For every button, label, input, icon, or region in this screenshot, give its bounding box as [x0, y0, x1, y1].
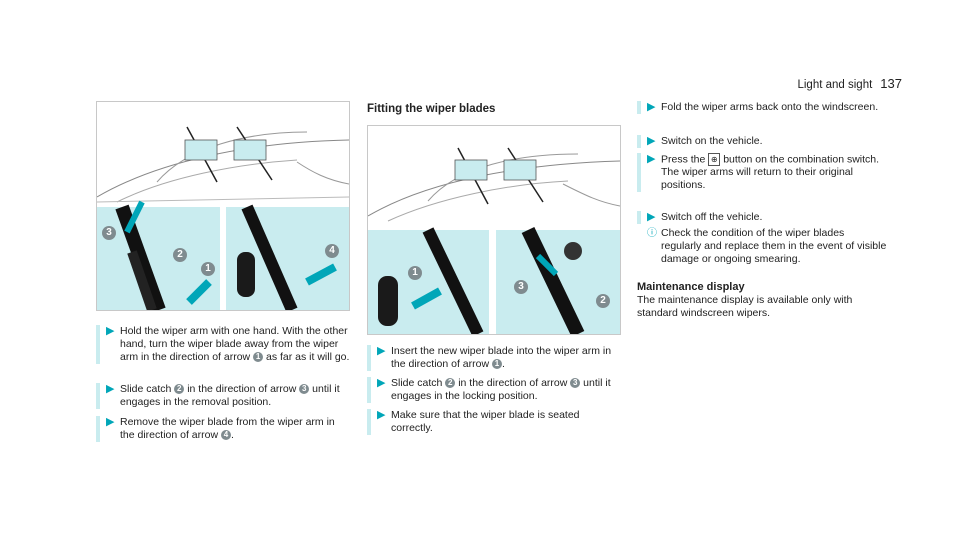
- section-name: Light and sight: [797, 79, 873, 91]
- step-slide-catch-lock: ▶ Slide catch 2 in the direction of arro…: [367, 377, 621, 403]
- info-icon: ⓘ: [647, 228, 657, 239]
- maintenance-text: The maintenance display is available onl…: [637, 294, 853, 319]
- maintenance-title: Maintenance display: [637, 281, 745, 293]
- play-arrow-icon: ▶: [647, 101, 656, 113]
- play-arrow-icon: ▶: [377, 345, 386, 357]
- running-header: Light and sight 137: [797, 76, 902, 91]
- callout-1: 1: [408, 266, 422, 280]
- callout-2: 2: [173, 248, 187, 262]
- num-badge-1: 1: [491, 359, 502, 370]
- step-bar: [367, 345, 371, 371]
- play-arrow-icon: ▶: [647, 211, 656, 223]
- num-badge-3: 3: [570, 378, 581, 389]
- section-title-fitting: Fitting the wiper blades: [367, 103, 496, 115]
- step-slide-catch: ▶ Slide catch 2 in the direction of arro…: [96, 383, 350, 409]
- step-remove-blade: ▶ Remove the wiper blade from the wiper …: [96, 416, 350, 442]
- figure-removal: 3 2 1 4: [96, 101, 350, 311]
- play-arrow-icon: ▶: [106, 383, 115, 395]
- step-press-button: ▶ Press the ⊕ button on the combination …: [637, 153, 887, 193]
- step-bar: [96, 416, 100, 442]
- step-bar: [637, 153, 641, 193]
- step-switch-on: ▶ Switch on the vehicle.: [637, 135, 887, 148]
- num-badge-2: 2: [445, 378, 456, 389]
- step-check-seated: ▶ Make sure that the wiper blade is seat…: [367, 409, 621, 435]
- callout-2: 2: [596, 294, 610, 308]
- callout-1: 1: [201, 262, 215, 276]
- callout-3: 3: [102, 226, 116, 240]
- step-bar: [637, 101, 641, 114]
- play-arrow-icon: ▶: [647, 153, 656, 165]
- num-badge-3: 3: [299, 384, 310, 395]
- num-badge-4: 4: [220, 430, 231, 441]
- play-arrow-icon: ▶: [647, 135, 656, 147]
- callout-4: 4: [325, 244, 339, 258]
- step-insert-blade: ▶ Insert the new wiper blade into the wi…: [367, 345, 621, 371]
- wiper-fitting-illustration: [368, 147, 620, 334]
- play-arrow-icon: ▶: [377, 377, 386, 389]
- info-note: ⓘ Check the condition of the wiper blade…: [647, 227, 887, 265]
- step-fold-arms: ▶ Fold the wiper arms back onto the wind…: [637, 101, 887, 114]
- num-badge-2: 2: [174, 384, 185, 395]
- step-bar: [96, 325, 100, 364]
- wiper-button-icon: ⊕: [708, 153, 721, 166]
- play-arrow-icon: ▶: [106, 325, 115, 337]
- step-bar: [637, 211, 641, 224]
- step-hold-arm: ▶ Hold the wiper arm with one hand. With…: [96, 325, 350, 364]
- step-bar: [367, 377, 371, 403]
- figure-fitting: 1 3 2: [367, 125, 621, 335]
- page-number: 137: [880, 76, 902, 91]
- play-arrow-icon: ▶: [377, 409, 386, 421]
- step-bar: [96, 383, 100, 409]
- wiper-removal-illustration: [97, 126, 349, 310]
- step-bar: [367, 409, 371, 435]
- play-arrow-icon: ▶: [106, 416, 115, 428]
- num-badge-1: 1: [253, 352, 264, 363]
- callout-3: 3: [514, 280, 528, 294]
- step-switch-off: ▶ Switch off the vehicle.: [637, 211, 887, 224]
- step-bar: [637, 135, 641, 148]
